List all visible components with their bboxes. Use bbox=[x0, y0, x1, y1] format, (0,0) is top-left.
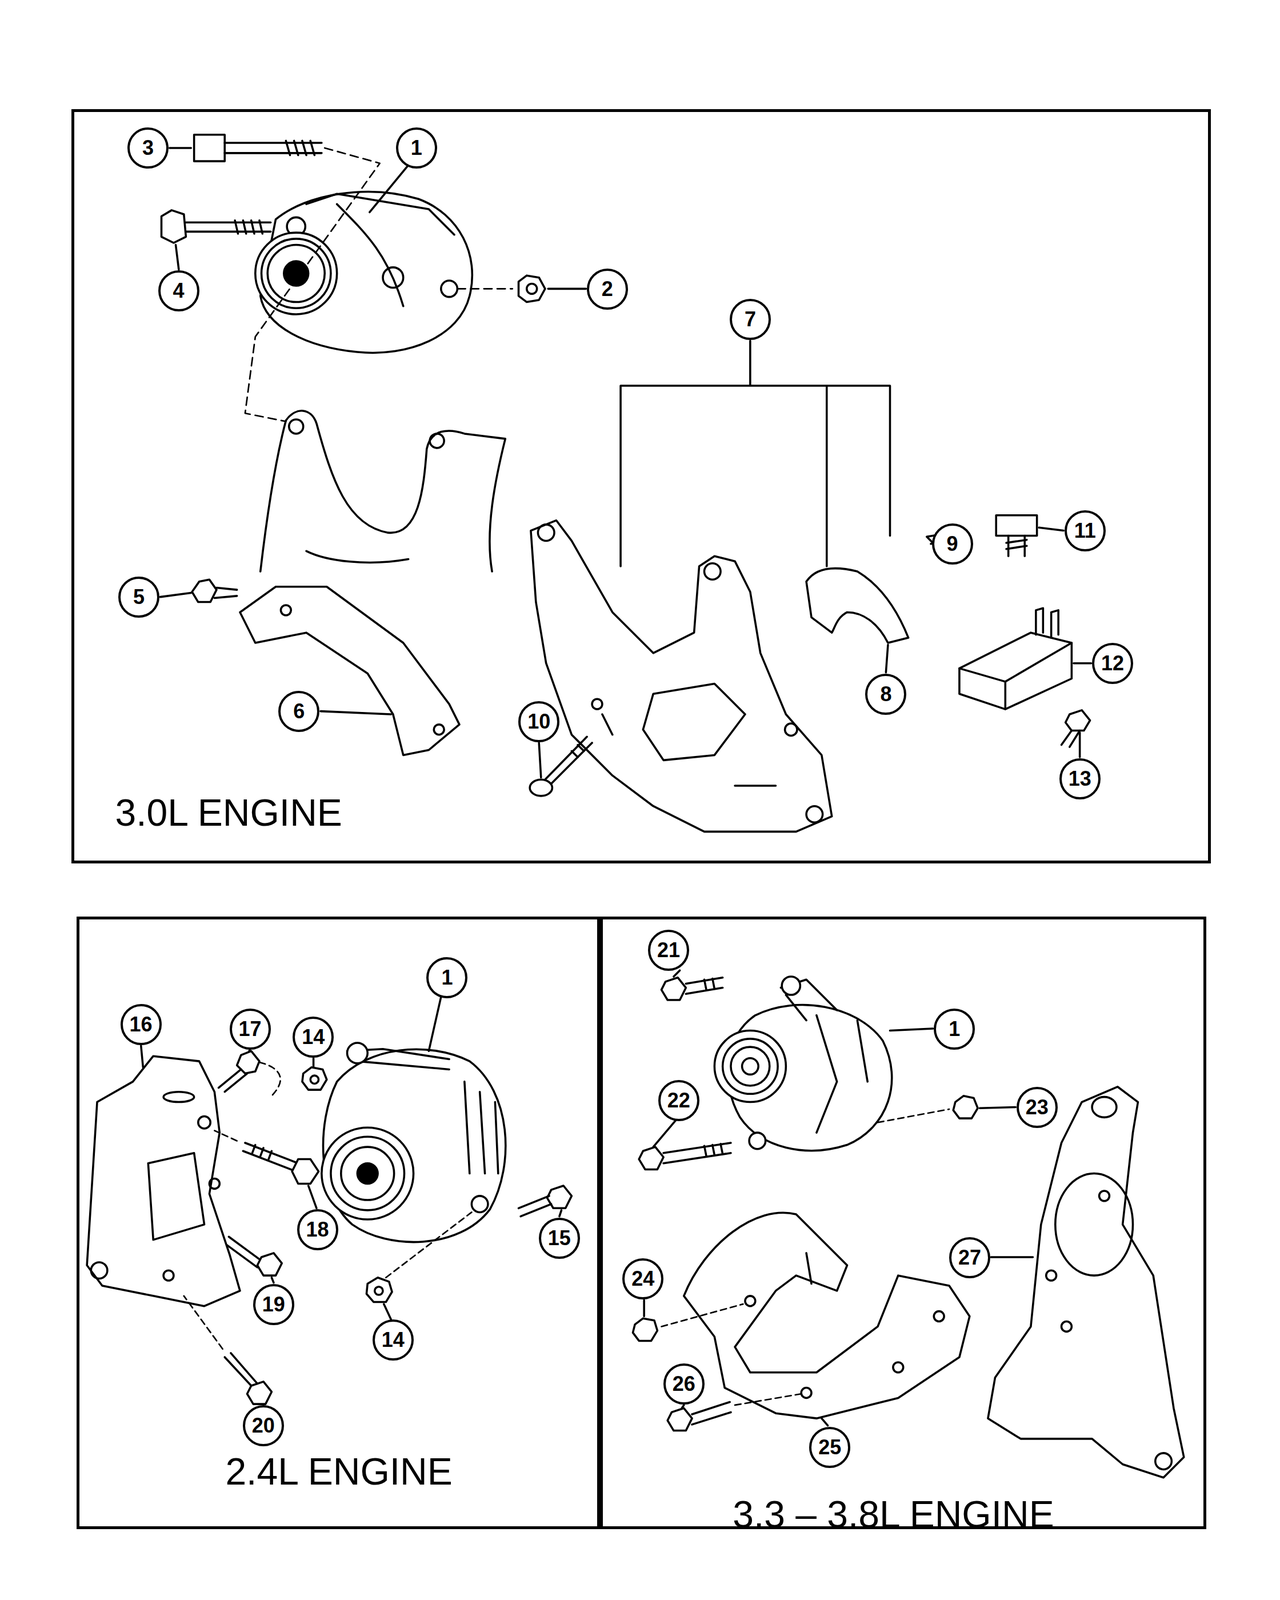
callout-number: 1 bbox=[396, 127, 438, 169]
callout-number: 14 bbox=[372, 1319, 414, 1361]
callout-number: 4 bbox=[158, 270, 200, 312]
callout-number: 16 bbox=[120, 1004, 162, 1046]
callout-number: 8 bbox=[865, 673, 907, 715]
panel-heading: 3.3 – 3.8L ENGINE bbox=[732, 1495, 1055, 1534]
panel-heading: 2.4L ENGINE bbox=[225, 1452, 452, 1491]
callout-number: 13 bbox=[1059, 758, 1101, 800]
panel-heading: 3.0L ENGINE bbox=[114, 793, 342, 832]
engine-panel: 3.0L ENGINE bbox=[71, 109, 1211, 864]
callout-number: 25 bbox=[809, 1426, 851, 1468]
callout-number: 15 bbox=[538, 1217, 580, 1259]
callout-number: 12 bbox=[1092, 642, 1134, 684]
callout-number: 6 bbox=[278, 690, 320, 732]
callout-number: 7 bbox=[729, 298, 771, 340]
callout-number: 11 bbox=[1064, 510, 1106, 552]
callout-number: 17 bbox=[229, 1008, 271, 1050]
callout-number: 18 bbox=[297, 1209, 339, 1251]
callout-number: 14 bbox=[292, 1016, 334, 1058]
callout-number: 19 bbox=[253, 1284, 295, 1326]
callout-number: 26 bbox=[663, 1363, 705, 1405]
callout-number: 24 bbox=[622, 1258, 664, 1300]
callout-number: 5 bbox=[118, 576, 160, 618]
callout-number: 2 bbox=[586, 268, 628, 310]
callout-number: 20 bbox=[242, 1405, 284, 1447]
callout-number: 23 bbox=[1016, 1086, 1058, 1128]
engine-panel: 3.3 – 3.8L ENGINE bbox=[600, 916, 1207, 1530]
callout-number: 1 bbox=[933, 1008, 975, 1050]
engine-panel: 2.4L ENGINE bbox=[76, 916, 600, 1530]
callout-number: 1 bbox=[426, 957, 468, 999]
callout-number: 22 bbox=[658, 1080, 700, 1122]
callout-number: 3 bbox=[127, 127, 169, 169]
callout-number: 27 bbox=[949, 1237, 991, 1279]
callout-number: 10 bbox=[518, 701, 560, 743]
callout-number: 9 bbox=[932, 523, 974, 565]
callout-number: 21 bbox=[648, 929, 690, 971]
